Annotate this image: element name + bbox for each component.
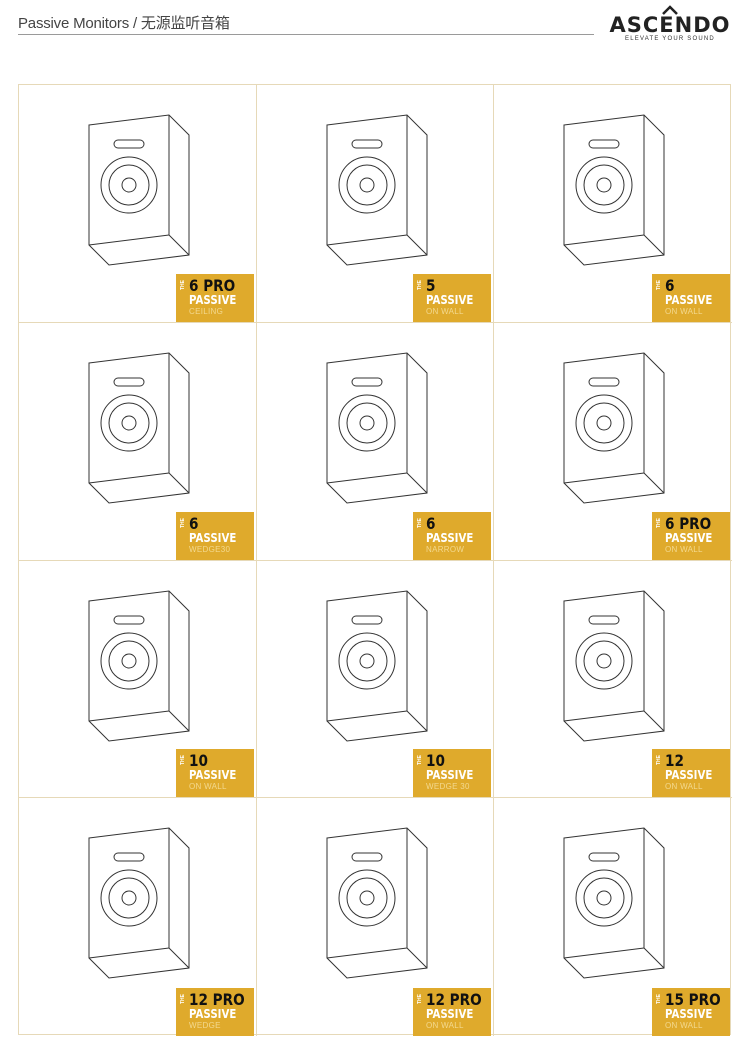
badge-prefix: THE	[417, 994, 423, 1004]
model-type: PASSIVE	[426, 768, 474, 782]
speaker-drawing	[88, 114, 190, 266]
model-name: 6 PRO	[189, 276, 236, 295]
mount-type: WEDGE30	[189, 545, 231, 554]
mount-type: ON WALL	[665, 782, 703, 791]
badge-prefix: THE	[417, 755, 423, 765]
product-card[interactable]: THE 6 PASSIVE NARROW	[257, 323, 494, 561]
model-type: PASSIVE	[426, 531, 474, 545]
model-type: PASSIVE	[189, 531, 237, 545]
model-badge: THE 12 PRO PASSIVE ON WALL	[413, 988, 491, 1036]
badge-prefix: THE	[180, 994, 186, 1004]
model-type: PASSIVE	[189, 768, 237, 782]
mount-type: ON WALL	[426, 307, 464, 316]
mount-type: ON WALL	[665, 545, 703, 554]
model-badge: THE 10 PASSIVE WEDGE 30	[413, 749, 491, 797]
model-name: 6	[189, 514, 199, 533]
model-name: 12 PRO	[426, 990, 482, 1009]
badge-prefix: THE	[656, 755, 662, 765]
model-type: PASSIVE	[665, 768, 713, 782]
product-grid: THE 6 PRO PASSIVE CEILING THE 5 PASSIVE …	[18, 84, 732, 1036]
speaker-drawing	[88, 352, 190, 504]
page-title: Passive Monitors / 无源监听音箱	[18, 15, 230, 32]
product-card[interactable]: THE 6 PASSIVE ON WALL	[494, 85, 732, 323]
speaker-drawing	[88, 827, 190, 979]
model-name: 5	[426, 276, 436, 295]
model-name: 10	[189, 751, 208, 770]
badge-prefix: THE	[180, 518, 186, 528]
model-type: PASSIVE	[189, 293, 237, 307]
model-name: 15 PRO	[665, 990, 721, 1009]
product-card[interactable]: THE 12 PASSIVE ON WALL	[494, 561, 732, 798]
model-type: PASSIVE	[426, 1007, 474, 1021]
model-badge: THE 6 PASSIVE ON WALL	[652, 274, 730, 322]
model-badge: THE 6 PRO PASSIVE ON WALL	[652, 512, 730, 560]
speaker-drawing	[563, 590, 665, 742]
model-name: 6 PRO	[665, 514, 712, 533]
badge-prefix: THE	[656, 994, 662, 1004]
speaker-drawing	[326, 114, 428, 266]
badge-prefix: THE	[417, 280, 423, 290]
speaker-drawing	[563, 827, 665, 979]
model-badge: THE 12 PASSIVE ON WALL	[652, 749, 730, 797]
badge-prefix: THE	[656, 280, 662, 290]
product-card[interactable]: THE 12 PRO PASSIVE WEDGE	[19, 798, 257, 1036]
chevron-up-icon	[662, 5, 678, 15]
model-badge: THE 10 PASSIVE ON WALL	[176, 749, 254, 797]
speaker-drawing	[88, 590, 190, 742]
mount-type: ON WALL	[426, 1021, 464, 1030]
model-badge: THE 15 PRO PASSIVE ON WALL	[652, 988, 730, 1036]
product-card[interactable]: THE 5 PASSIVE ON WALL	[257, 85, 494, 323]
mount-type: WEDGE 30	[426, 782, 470, 791]
model-name: 12	[665, 751, 684, 770]
model-type: PASSIVE	[665, 1007, 713, 1021]
product-card[interactable]: THE 6 PRO PASSIVE CEILING	[19, 85, 257, 323]
badge-prefix: THE	[656, 518, 662, 528]
model-name: 6	[665, 276, 675, 295]
mount-type: ON WALL	[665, 1021, 703, 1030]
model-badge: THE 5 PASSIVE ON WALL	[413, 274, 491, 322]
mount-type: ON WALL	[189, 782, 227, 791]
model-type: PASSIVE	[665, 531, 713, 545]
model-badge: THE 12 PRO PASSIVE WEDGE	[176, 988, 254, 1036]
ascendo-logo: ASCENDO ELEVATE YOUR SOUND	[605, 2, 735, 52]
product-card[interactable]: THE 6 PRO PASSIVE ON WALL	[494, 323, 732, 561]
model-name: 6	[426, 514, 436, 533]
speaker-drawing	[326, 590, 428, 742]
product-card[interactable]: THE 15 PRO PASSIVE ON WALL	[494, 798, 732, 1036]
speaker-drawing	[563, 114, 665, 266]
model-badge: THE 6 PASSIVE NARROW	[413, 512, 491, 560]
mount-type: NARROW	[426, 545, 465, 554]
product-card[interactable]: THE 10 PASSIVE WEDGE 30	[257, 561, 494, 798]
speaker-drawing	[326, 827, 428, 979]
speaker-drawing	[563, 352, 665, 504]
logo-tagline: ELEVATE YOUR SOUND	[625, 36, 715, 42]
model-type: PASSIVE	[426, 293, 474, 307]
speaker-drawing	[326, 352, 428, 504]
mount-type: ON WALL	[665, 307, 703, 316]
model-type: PASSIVE	[189, 1007, 237, 1021]
logo-word: ASCENDO	[609, 13, 731, 37]
model-name: 10	[426, 751, 445, 770]
model-name: 12 PRO	[189, 990, 245, 1009]
badge-prefix: THE	[417, 518, 423, 528]
model-badge: THE 6 PRO PASSIVE CEILING	[176, 274, 254, 322]
mount-type: CEILING	[189, 307, 224, 316]
model-badge: THE 6 PASSIVE WEDGE30	[176, 512, 254, 560]
badge-prefix: THE	[180, 755, 186, 765]
header-divider	[18, 34, 594, 35]
badge-prefix: THE	[180, 280, 186, 290]
product-card[interactable]: THE 12 PRO PASSIVE ON WALL	[257, 798, 494, 1036]
model-type: PASSIVE	[665, 293, 713, 307]
product-card[interactable]: THE 10 PASSIVE ON WALL	[19, 561, 257, 798]
product-card[interactable]: THE 6 PASSIVE WEDGE30	[19, 323, 257, 561]
mount-type: WEDGE	[189, 1021, 221, 1030]
